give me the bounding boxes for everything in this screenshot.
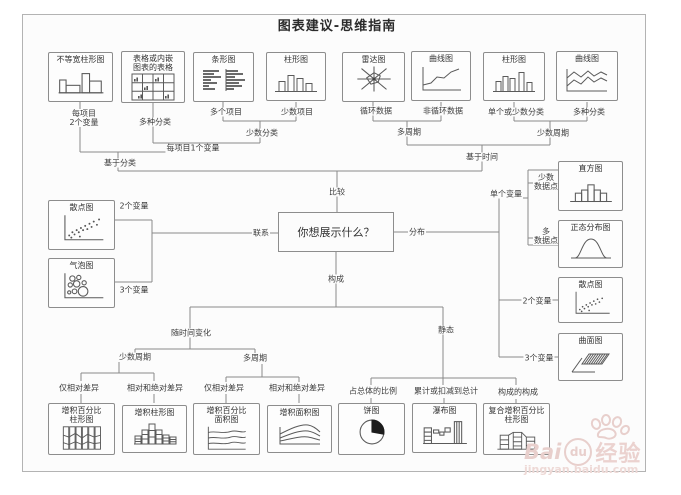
label-per-item-2vars: 每项目 2个变量 <box>68 109 100 127</box>
label-accumulation-to-total: 累计或扣减到总计 <box>413 386 479 396</box>
chart-box-table: 表格或内嵌 图表的表格 <box>121 51 185 103</box>
label-relationship: 联系 <box>252 228 270 238</box>
bubble-chart-icon <box>63 273 103 299</box>
waterfall-chart-icon <box>422 421 467 445</box>
chart-box-line-2: 曲线图 <box>556 51 618 101</box>
label-relative-only-1: 仅相对差异 <box>58 383 100 393</box>
label-multi-categories-left: 多种分类 <box>138 117 172 127</box>
chart-box-bar: 条形图 <box>193 52 254 102</box>
label-single-variable: 单个变量 <box>489 189 523 199</box>
label-by-time: 基于时间 <box>465 152 499 162</box>
stacked-100-column-icon <box>62 426 101 450</box>
chart-box-scatter-left: 散点图 <box>48 200 115 250</box>
variable-width-column-icon <box>58 73 103 94</box>
label-share-of-whole: 占总体的比例 <box>348 386 398 396</box>
table-with-embedded-charts-icon <box>131 73 175 101</box>
label-cyclical-data: 循环数据 <box>359 106 393 116</box>
chart-box-normal-distribution: 正态分布图 <box>558 220 623 268</box>
chart-box-stacked-100-area: 增积百分比 面积图 <box>193 403 260 455</box>
label-many-periods-bottom: 多周期 <box>242 353 268 363</box>
chart-box-pie: 饼图 <box>338 403 405 455</box>
chart-box-line-1: 曲线图 <box>411 51 471 101</box>
chart-box-surface: 曲面图 <box>558 333 623 381</box>
chart-box-scatter-right: 散点图 <box>558 277 623 323</box>
scatter-plot-icon <box>63 215 103 241</box>
label-composition: 构成 <box>327 274 345 284</box>
watermark-du-circle: du <box>564 438 593 466</box>
stacked-100-area-icon <box>207 426 246 450</box>
chart-box-waterfall: 瀑布图 <box>412 403 477 453</box>
label-distribution: 分布 <box>408 227 426 237</box>
pie-chart-icon <box>359 419 384 445</box>
histogram-icon <box>569 184 612 203</box>
bell-curve-icon <box>570 238 611 259</box>
center-question-text: 你想展示什么？ <box>297 226 375 239</box>
column-chart-icon <box>493 72 535 92</box>
label-single-or-few-categories: 单个或少数分类 <box>487 107 545 117</box>
line-chart-icon <box>422 67 461 91</box>
label-2vars-right: 2个变量 <box>521 296 553 306</box>
label-few-items: 少数项目 <box>280 107 314 117</box>
multi-line-chart-icon <box>566 69 608 92</box>
chart-box-column-1: 柱形图 <box>266 52 326 101</box>
watermark-brand-cn: 经验 <box>595 442 642 467</box>
chart-box-stacked-area: 增积面积图 <box>267 405 332 453</box>
label-relative-absolute-2: 相对和绝对差异 <box>268 383 326 393</box>
bar-chart-icon <box>202 69 245 91</box>
label-3vars-right: 3个变量 <box>523 353 555 363</box>
watermark-brand: Bai du 经验 <box>524 436 641 468</box>
label-static: 静态 <box>437 325 455 335</box>
center-question-node: 你想展示什么？ <box>278 212 394 252</box>
stacked-column-icon <box>133 423 176 445</box>
label-changing-over-time: 随时间变化 <box>170 328 212 338</box>
chart-box-compound-stacked: 复合增积百分比 柱形图 <box>483 403 550 455</box>
chart-box-variable-width-column: 不等宽柱形图 <box>48 52 113 102</box>
label-few-data-points: 少数 数据点 <box>533 173 559 191</box>
chart-box-stacked-column: 增积柱形图 <box>122 405 187 453</box>
label-relative-only-2: 仅相对差异 <box>203 383 245 393</box>
chart-box-stacked-100-column: 增积百分比 柱形图 <box>48 403 115 455</box>
watermark-url: jingyan.baidu.com <box>524 463 639 476</box>
chart-box-radar: 雷达图 <box>342 52 405 102</box>
baidu-paw-icon <box>590 414 630 440</box>
label-multi-categories-right: 多种分类 <box>572 107 606 117</box>
label-few-categories: 少数分类 <box>245 128 279 138</box>
label-few-periods-bottom: 少数周期 <box>118 352 152 362</box>
label-3vars-left: 3个变量 <box>118 285 150 295</box>
label-by-category: 基于分类 <box>103 158 137 168</box>
page-title: 图表建议-思维指南 <box>277 19 397 34</box>
watermark-brand-prefix: Bai <box>524 440 562 464</box>
label-few-periods-top: 少数周期 <box>536 128 570 138</box>
label-many-items: 多个项目 <box>209 107 243 117</box>
label-composition-of-composition: 构成的构成 <box>497 387 539 397</box>
compound-stacked-column-icon <box>496 431 537 450</box>
label-many-periods-top: 多周期 <box>396 127 422 137</box>
stacked-area-icon <box>279 424 320 445</box>
label-relative-absolute-1: 相对和绝对差异 <box>126 383 184 393</box>
label-many-data-points: 多 数据点 <box>533 227 559 245</box>
label-compare: 比较 <box>328 187 346 197</box>
surface-chart-icon <box>571 353 610 373</box>
column-chart-icon <box>275 75 317 92</box>
chart-box-histogram: 直方图 <box>558 161 623 211</box>
radar-chart-icon <box>356 66 391 92</box>
chart-box-bubble: 气泡图 <box>48 258 115 308</box>
label-per-item-1var: 每项目1个变量 <box>165 143 221 153</box>
scatter-plot-icon <box>575 291 610 314</box>
label-noncyclical-data: 非循环数据 <box>422 106 464 116</box>
chart-box-column-2: 柱形图 <box>483 52 545 101</box>
label-2vars-left: 2个变量 <box>118 201 150 211</box>
